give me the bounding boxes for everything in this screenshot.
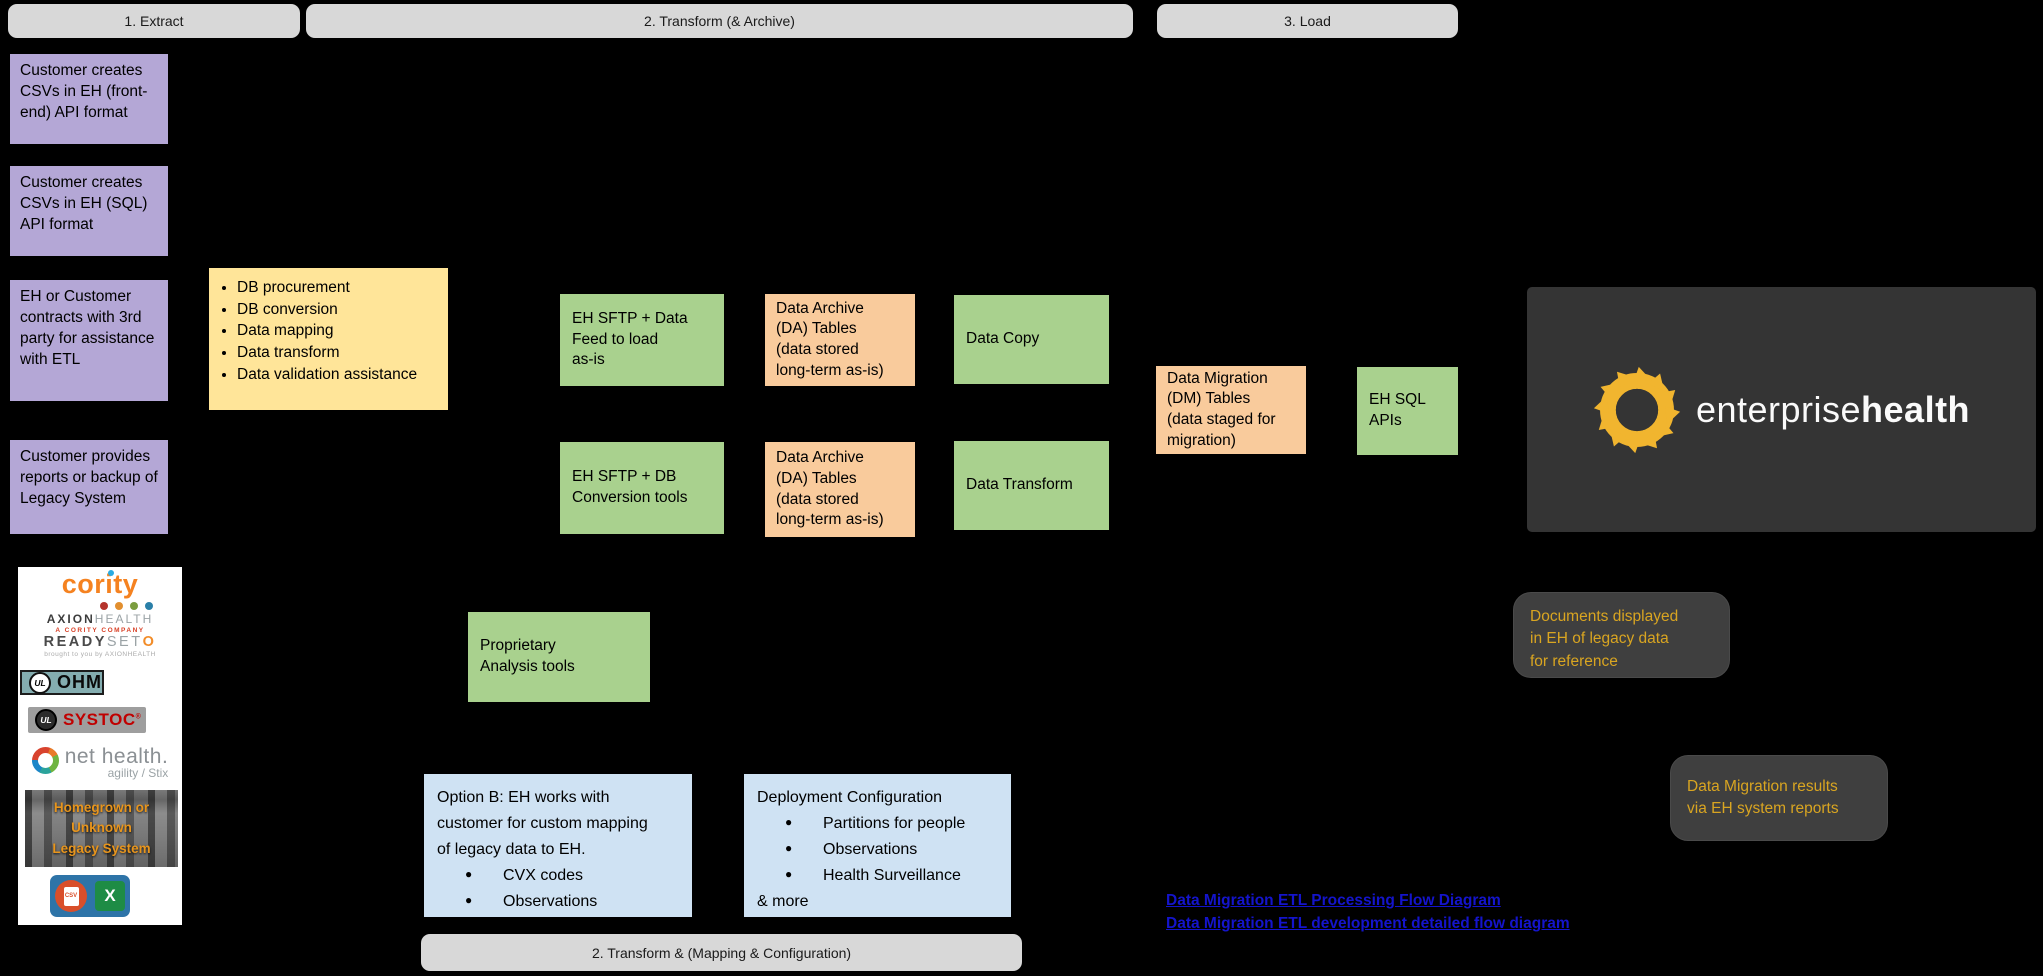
cority-wordmark: cority	[62, 569, 139, 600]
note-documents-displayed: Documents displayed in EH of legacy data…	[1513, 592, 1730, 678]
net-health-ring-icon	[31, 747, 59, 774]
axion-dots-icon	[70, 602, 182, 610]
third-party-tasks-list: DB procurement DB conversion Data mappin…	[209, 277, 448, 385]
option-b-item: CVX codes	[465, 863, 679, 889]
ohm-logo: UL OHM	[20, 670, 104, 695]
brand-bold: health	[1861, 388, 1971, 430]
systoc-text: SYSTOC®	[63, 710, 141, 730]
pipeline-box-data-archive-1: Data Archive (DA) Tables (data stored lo…	[765, 294, 915, 386]
readyset-tagline: brought to you by AXIONHEALTH	[44, 651, 156, 658]
enterprise-health-panel: enterprisehealth	[1527, 287, 2036, 532]
task-item: DB procurement	[237, 277, 448, 299]
csv-file-icon: CSV	[55, 880, 87, 912]
net-health-subtext: agility / Stix	[107, 766, 169, 780]
pipeline-box-analysis-tools: Proprietary Analysis tools	[468, 612, 650, 702]
deployment-config-list: Partitions for people Observations Healt…	[757, 811, 998, 889]
mapping-box-deployment-config: Deployment Configuration Partitions for …	[744, 774, 1011, 917]
deployment-item: Health Surveillance	[785, 863, 998, 889]
legacy-system-photo: Homegrown or Unknown Legacy System	[25, 790, 178, 867]
enterprise-health-sun-icon	[1593, 366, 1681, 453]
mapping-box-option-b: Option B: EH works with customer for cus…	[424, 774, 692, 917]
pipeline-box-eh-sql-apis: EH SQL APIs	[1357, 367, 1458, 455]
option-b-list: CVX codes Observations	[437, 863, 679, 915]
csv-label: CSV	[63, 886, 79, 906]
stage-header-transform-mapping: 2. Transform & (Mapping & Configuration)	[421, 934, 1022, 971]
homegrown-legacy-caption: Homegrown or Unknown Legacy System	[52, 800, 151, 856]
readyset-bold-text: READY	[43, 634, 107, 650]
ohm-text: OHM	[57, 672, 102, 692]
note-migration-results: Data Migration results via EH system rep…	[1670, 755, 1888, 841]
readyset-light-text: SET	[106, 634, 143, 650]
axion-tagline: A CORITY COMPANY	[55, 627, 145, 634]
net-health-logo: net health. agility / Stix	[18, 745, 182, 780]
task-item: Data transform	[237, 342, 448, 364]
pipeline-box-data-copy: Data Copy	[954, 295, 1109, 384]
cority-blue-dot	[107, 570, 114, 576]
stage-header-load: 3. Load	[1157, 4, 1458, 38]
extract-box-csv-frontend: Customer creates CSVs in EH (front-end) …	[10, 54, 168, 144]
cority-logo: cority	[18, 569, 182, 600]
task-item: DB conversion	[237, 299, 448, 321]
ul-mark-icon: UL	[29, 671, 51, 694]
axion-light-text: HEALTH	[94, 612, 154, 626]
link-etl-processing-flow-diagram[interactable]: Data Migration ETL Processing Flow Diagr…	[1166, 892, 1501, 909]
stage-header-extract: 1. Extract	[8, 4, 300, 38]
readyset-logo: READYSETO brought to you by AXIONHEALTH	[18, 634, 182, 658]
option-b-item: Observations	[465, 889, 679, 915]
pipeline-box-dm-tables: Data Migration (DM) Tables (data staged …	[1156, 366, 1306, 454]
axion-health-logo: AXIONHEALTH A CORITY COMPANY	[18, 602, 182, 634]
pipeline-box-data-transform: Data Transform	[954, 441, 1109, 530]
net-health-text: net health.	[64, 745, 169, 768]
file-formats-badge: CSV X	[50, 875, 130, 917]
enterprise-health-wordmark: enterprisehealth	[1696, 389, 1970, 431]
cority-text: cority	[61, 569, 139, 599]
extract-box-third-party: EH or Customer contracts with 3rd party …	[10, 280, 168, 401]
pipeline-box-sftp-data-feed: EH SFTP + Data Feed to load as-is	[560, 294, 724, 386]
extract-box-csv-sql: Customer creates CSVs in EH (SQL) API fo…	[10, 166, 168, 256]
excel-file-icon: X	[95, 881, 125, 911]
brand-light: enterprise	[1695, 388, 1862, 430]
registered-mark: ®	[135, 713, 142, 721]
systoc-wordmark: SYSTOC	[63, 710, 136, 729]
stage-header-transform-archive: 2. Transform (& Archive)	[306, 4, 1133, 38]
pipeline-box-sftp-db-conversion: EH SFTP + DB Conversion tools	[560, 442, 724, 534]
option-b-text: Option B: EH works with customer for cus…	[437, 789, 648, 858]
task-item: Data validation assistance	[237, 364, 448, 386]
readyset-o-icon: O	[142, 634, 157, 650]
ul-mark-icon: UL	[35, 709, 57, 731]
deployment-item: Observations	[785, 837, 998, 863]
legacy-systems-panel: cority AXIONHEALTH A CORITY COMPANY READ…	[18, 567, 182, 925]
pipeline-box-data-archive-2: Data Archive (DA) Tables (data stored lo…	[765, 442, 915, 537]
deployment-more-text: & more	[757, 892, 809, 910]
extract-box-reports-backup: Customer provides reports or backup of L…	[10, 440, 168, 534]
link-etl-development-flow-diagram[interactable]: Data Migration ETL development detailed …	[1166, 915, 1570, 932]
axion-bold-text: AXION	[46, 612, 95, 626]
deployment-item: Partitions for people	[785, 811, 998, 837]
deployment-config-title: Deployment Configuration	[757, 789, 942, 806]
task-item: Data mapping	[237, 320, 448, 342]
systoc-logo: UL SYSTOC®	[28, 707, 146, 733]
third-party-tasks-box: DB procurement DB conversion Data mappin…	[209, 268, 448, 410]
